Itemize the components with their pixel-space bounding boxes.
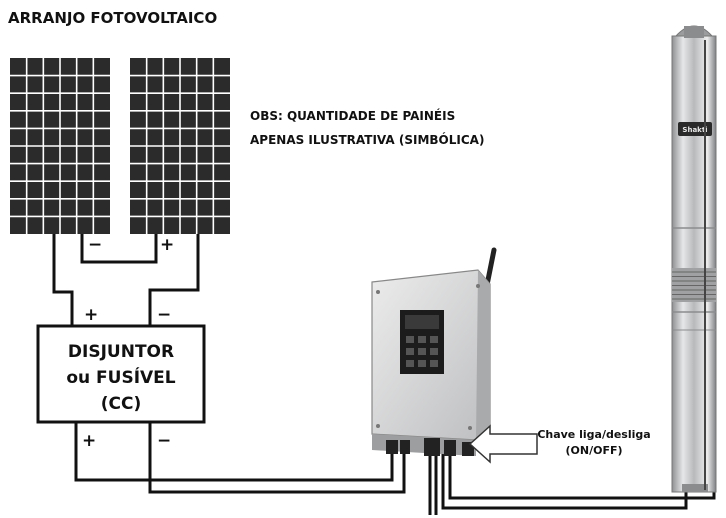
pump-brand-label: Shakti (682, 126, 707, 134)
breaker-top-positive: + (84, 305, 98, 325)
wiring (52, 234, 716, 515)
breaker-label-line-1: DISJUNTOR (68, 342, 174, 362)
breaker-label-line-3: (CC) (101, 394, 142, 414)
negative-wire-panel (148, 234, 200, 326)
note-line-1: OBS: QUANTIDADE DE PAINÉIS (250, 108, 455, 123)
negative-wire-controller (148, 422, 406, 494)
diagram-title: ARRANJO FOTOVOLTAICO (8, 9, 217, 27)
switch-label-line-2: (ON/OFF) (565, 444, 622, 457)
switch-arrow (468, 424, 538, 464)
panel-positive-sign: + (160, 235, 174, 255)
pump-cable-4 (448, 454, 716, 500)
breaker-bottom-negative: − (157, 431, 171, 451)
pump-cable-3 (441, 454, 688, 510)
positive-wire-panel (52, 234, 74, 326)
panel-series-wire (80, 234, 158, 264)
breaker-box (36, 324, 206, 424)
solar-panel-left (10, 58, 110, 234)
controller-display (405, 315, 439, 329)
submersible-pump: Shakti (671, 25, 717, 493)
pump-controller (371, 247, 497, 456)
positive-wire-controller (74, 422, 394, 482)
solar-panel-right (130, 58, 230, 234)
breaker-label-line-2: ou FUSÍVEL (66, 366, 175, 388)
panel-negative-sign: − (88, 235, 102, 255)
breaker-bottom-positive: + (82, 431, 96, 451)
switch-label-line-1: Chave liga/desliga (537, 428, 650, 441)
breaker-top-negative: − (157, 305, 171, 325)
note-line-2: APENAS ILUSTRATIVA (SIMBÓLICA) (250, 132, 484, 147)
